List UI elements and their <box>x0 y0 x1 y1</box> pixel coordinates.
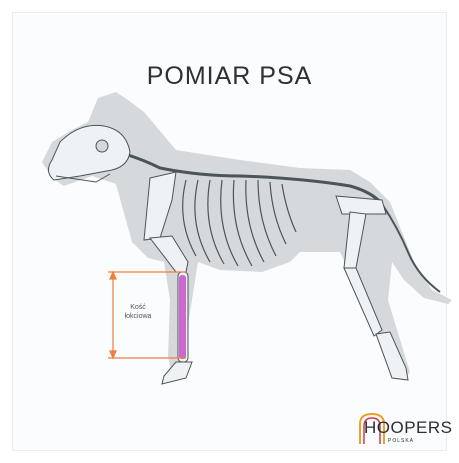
ulna-highlight <box>179 275 186 359</box>
logo-brand: HOOPERS <box>364 418 453 438</box>
logo-sub: POLSKA <box>388 438 414 444</box>
measure-label-line2: łokciowa <box>116 312 160 321</box>
measure-label-line1: Kość <box>116 303 160 312</box>
measure-label: Kość łokciowa <box>116 303 160 321</box>
hoopers-logo: HOOPERS POLSKA <box>352 410 456 450</box>
